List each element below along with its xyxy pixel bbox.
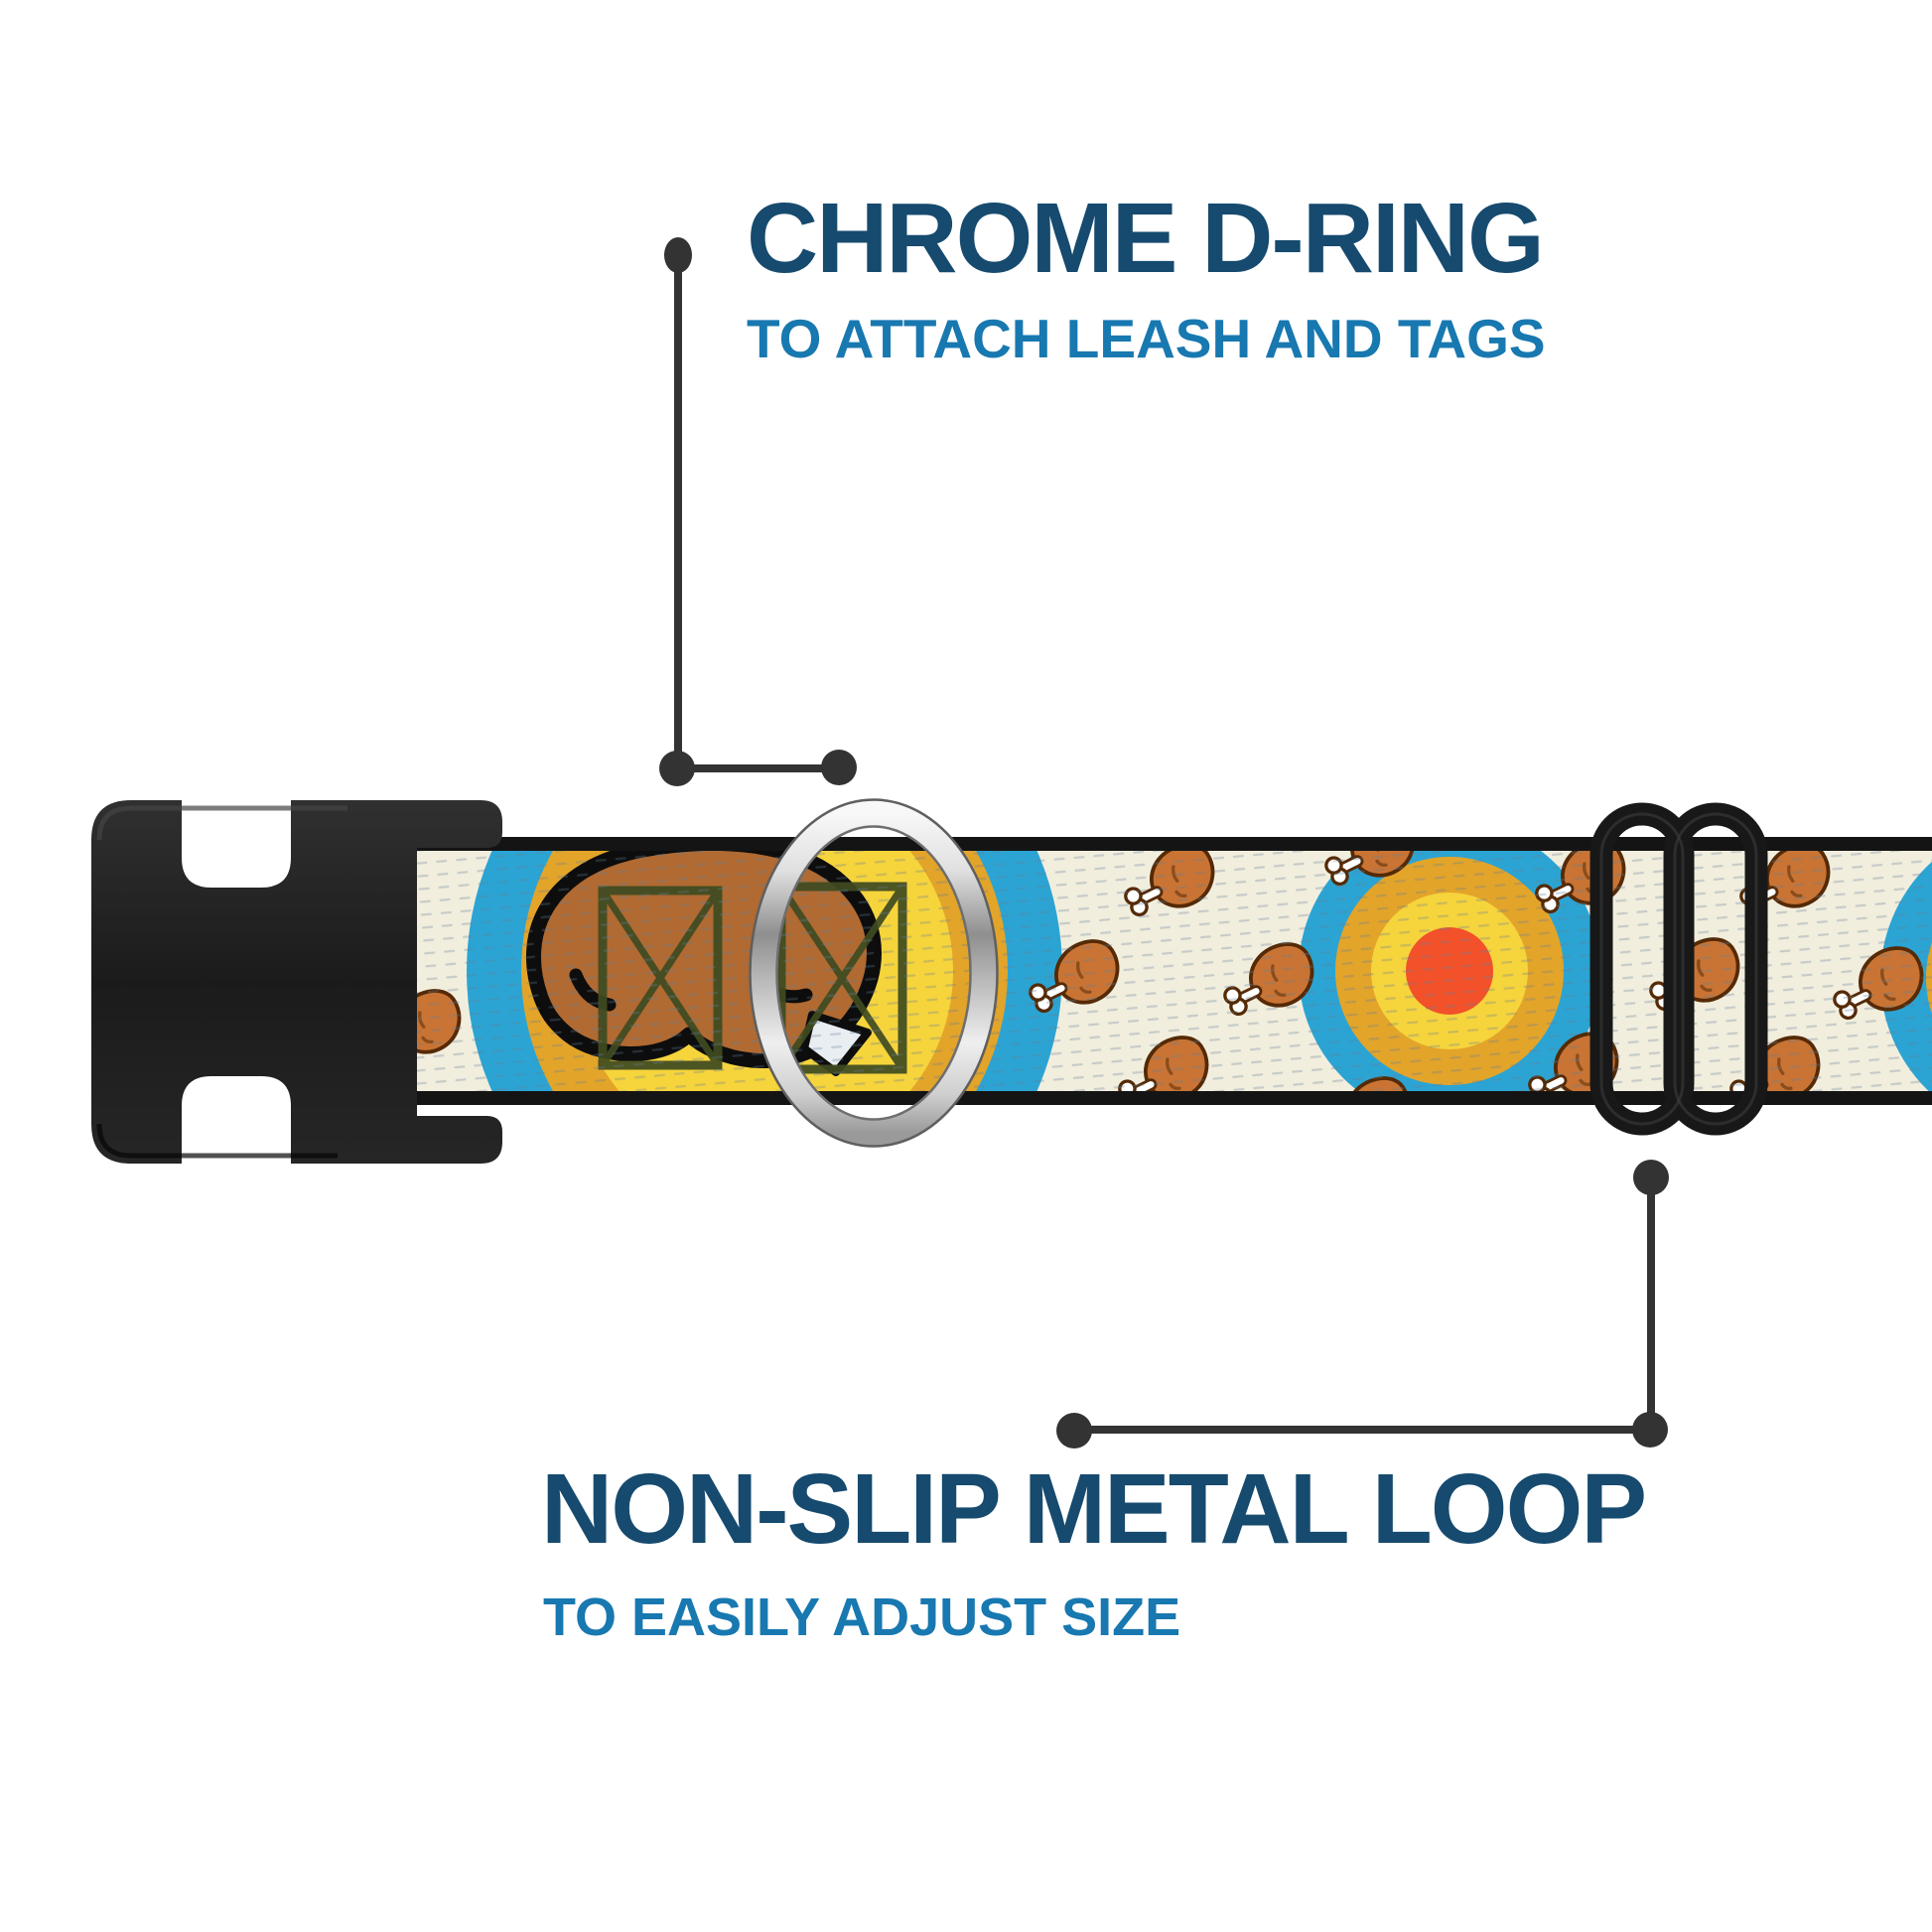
collar-webbing (405, 837, 1932, 1105)
buckle-bottom-notch (182, 1076, 291, 1166)
leader-dot (1633, 1160, 1669, 1195)
buckle-top-notch (182, 798, 291, 888)
slider-loop (1589, 802, 1768, 1136)
leader-dot (1056, 1413, 1092, 1449)
leader-line-dring (659, 237, 857, 786)
callout-loop-subtitle: TO EASILY ADJUST SIZE (543, 1587, 1181, 1647)
leader-dot (664, 237, 692, 273)
callout-dring-title: CHROME D-RING (747, 183, 1545, 294)
buckle (91, 798, 502, 1166)
callout-loop-title: NON-SLIP METAL LOOP (541, 1453, 1647, 1565)
callout-dring-subtitle: TO ATTACH LEASH AND TAGS (747, 308, 1546, 369)
leader-line-slider (1056, 1160, 1669, 1449)
leader-dot (821, 750, 857, 785)
d-ring (749, 798, 999, 1148)
